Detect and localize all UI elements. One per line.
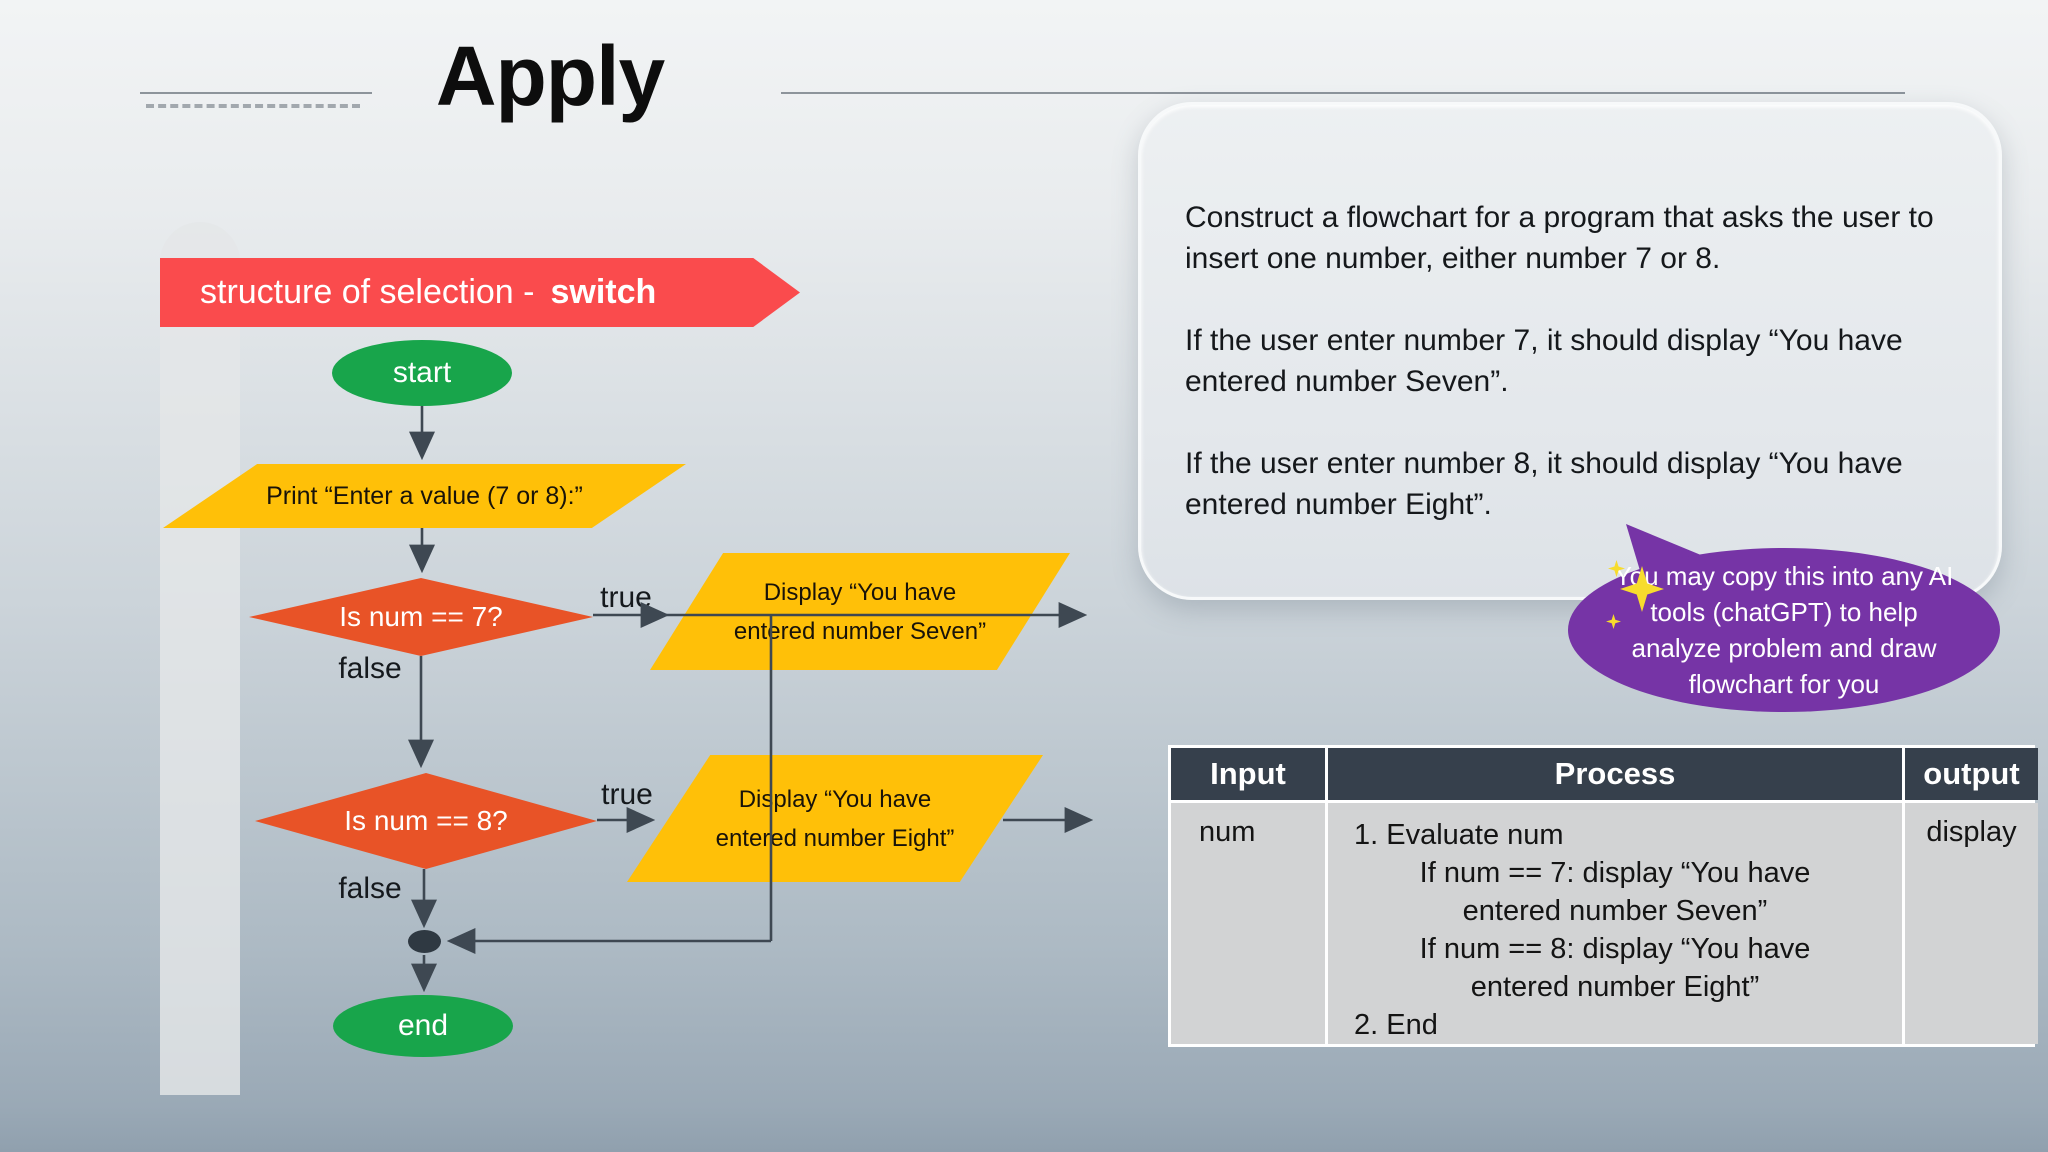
display-seven-line1: Display “You have — [763, 578, 957, 606]
ipo-cell-process: 1. Evaluate num If num == 7: display “Yo… — [1328, 803, 1902, 1044]
display-seven-line2: entered number Seven” — [733, 617, 987, 645]
flowchart-label-false-8: false — [338, 872, 402, 905]
process-step-2: 2. End — [1354, 1009, 1438, 1041]
flowchart-decision-num8: Is num == 8? — [255, 773, 597, 869]
flowchart-display-seven-parallelogram: Display “You have entered number Seven” — [650, 553, 1070, 670]
ipo-cell-output: display — [1905, 803, 2038, 1044]
problem-paragraph-1: Construct a flowchart for a program that… — [1185, 201, 1934, 275]
problem-paragraph-3: If the user enter number 8, it should di… — [1185, 447, 1903, 521]
flowchart-label-true-8: true — [601, 778, 653, 811]
bubble-line-2: tools (chatGPT) to help — [1650, 597, 1918, 627]
bubble-line-4: flowchart for you — [1688, 669, 1880, 699]
bubble-line-3: analyze problem and draw — [1631, 633, 1937, 663]
flowchart-start-terminator: start — [332, 340, 512, 406]
flowchart-label-false-7: false — [338, 652, 402, 685]
display-eight-line2: entered number Eight” — [715, 824, 955, 852]
ipo-header-process: Process — [1328, 748, 1902, 800]
ipo-header-output: output — [1905, 748, 2038, 800]
process-step-if7-b: entered number Seven” — [1462, 895, 1768, 927]
flowchart-merge-connector-dot — [408, 930, 441, 953]
problem-statement-panel: Construct a flowchart for a program that… — [1138, 102, 2002, 600]
ipo-header-input: Input — [1171, 748, 1325, 800]
title-rule-left — [140, 92, 372, 94]
flowchart-label-true-7: true — [600, 581, 652, 614]
ipo-cell-input: num — [1171, 803, 1325, 1044]
banner-text: structure of selection - — [200, 273, 535, 311]
display-eight-line1: Display “You have — [738, 785, 932, 813]
page-title: Apply — [435, 29, 665, 123]
process-step-if7-a: If num == 7: display “You have — [1419, 857, 1811, 889]
ipo-table: Input Process output num 1. Evaluate num… — [1168, 745, 2038, 1047]
process-step-1: 1. Evaluate num — [1354, 819, 1564, 851]
flowchart-display-eight-parallelogram: Display “You have entered number Eight” — [627, 755, 1043, 882]
process-step-if8-b: entered number Eight” — [1470, 971, 1760, 1003]
banner-keyword: switch — [550, 273, 657, 311]
bubble-line-1: You may copy this into any AI — [1614, 561, 1954, 591]
ai-tip-speech-bubble: You may copy this into any AI tools (cha… — [1568, 548, 2000, 712]
title-rule-right — [781, 92, 1905, 94]
section-banner: structure of selection - switch — [160, 258, 800, 327]
process-step-if8-a: If num == 8: display “You have — [1419, 933, 1811, 965]
flowchart-print-parallelogram: Print “Enter a value (7 or 8):” — [163, 464, 686, 528]
flowchart-decision-num7: Is num == 7? — [249, 578, 593, 656]
problem-paragraph-2: If the user enter number 7, it should di… — [1185, 324, 1903, 398]
flowchart-end-terminator: end — [333, 995, 513, 1057]
decorative-side-bar — [160, 222, 240, 1095]
title-rule-dashes — [146, 104, 360, 108]
